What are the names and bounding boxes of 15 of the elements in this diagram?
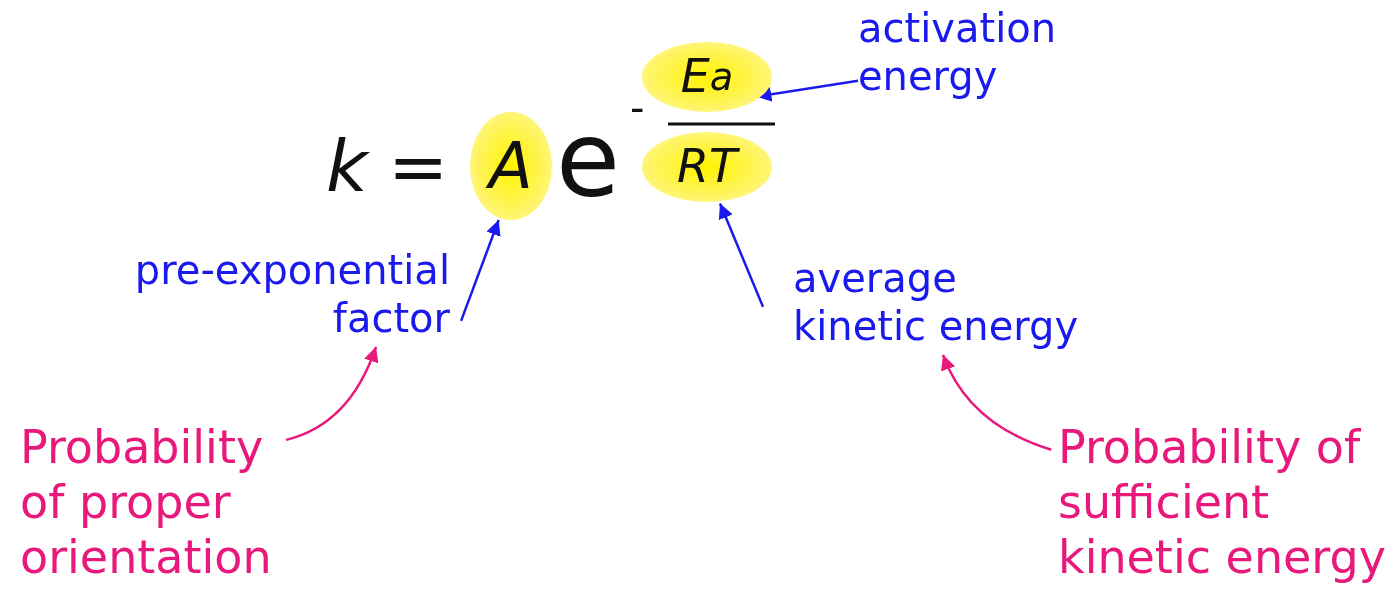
- annotation-text: average kinetic energy: [793, 254, 1093, 350]
- highlighted-symbol: RT: [642, 132, 772, 202]
- arrow: [718, 202, 765, 308]
- annotation-text: Probability of sufficient kinetic energy: [1058, 420, 1396, 586]
- arrow: [941, 354, 1052, 451]
- variable-symbol: k: [326, 130, 368, 202]
- annotation-text: activation energy: [858, 4, 1118, 100]
- equals-sign: =: [388, 130, 449, 202]
- minus-sign: -: [630, 88, 645, 128]
- arrow: [459, 219, 501, 322]
- arrow: [285, 346, 378, 442]
- annotation-text: pre-exponential factor: [80, 246, 450, 342]
- annotation-text: Probability of proper orientation: [20, 420, 300, 586]
- highlighted-symbol: A: [470, 112, 552, 220]
- exponential-base: e: [556, 108, 620, 212]
